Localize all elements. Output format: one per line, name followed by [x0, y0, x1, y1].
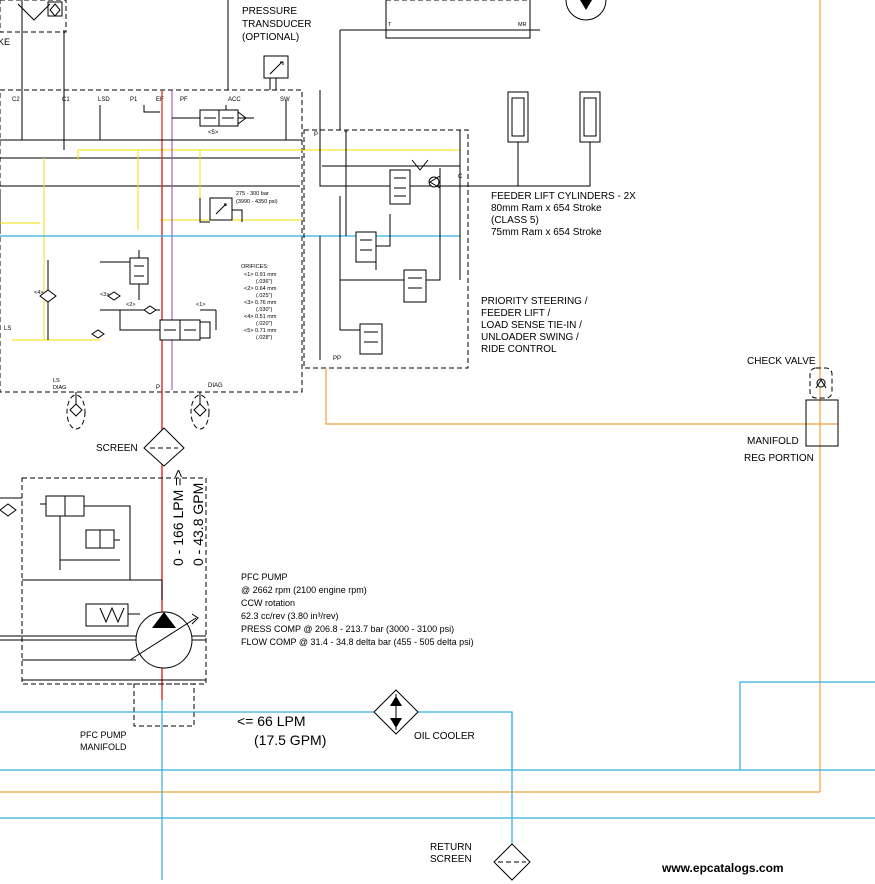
- relief-valve: [199, 197, 243, 223]
- feeder-lift-title: FEEDER LIFT CYLINDERS - 2X: [491, 191, 636, 202]
- orifice-tag-4: <4>: [34, 290, 43, 296]
- port-c1-label: C1: [62, 97, 70, 103]
- pfc-pump-spec: PRESS COMP @ 206.8 - 213.7 bar (3000 - 3…: [241, 624, 454, 634]
- diagnostic-couplers: [66, 392, 210, 430]
- port-p1-label: P1: [130, 97, 138, 103]
- priority-check-valve: [411, 159, 441, 189]
- pressure-transducer-optional: (OPTIONAL): [242, 32, 299, 43]
- check-valve-icon: [809, 367, 833, 399]
- pfc-manifold-label: PFC PUMP: [80, 730, 127, 740]
- screen-filter: [143, 427, 185, 467]
- orifice-item: <3> 0.76 mm: [244, 300, 277, 306]
- port-sw-label: SW: [280, 97, 290, 103]
- flow-gpm-label: 0 - 43.8 GPM: [190, 483, 206, 566]
- oil-cooler-icon: [373, 689, 419, 735]
- return-screen-icon: [493, 843, 531, 881]
- screen-label: SCREEN: [96, 443, 138, 454]
- orifice-item: <5> 0.71 mm: [244, 328, 277, 334]
- orifice-item: (.030"): [256, 307, 272, 313]
- orifice-tag-2: <2>: [126, 302, 135, 308]
- top-left-valve: [0, 0, 67, 33]
- feeder-lift-spec: 80mm Ram x 654 Stroke: [491, 203, 602, 214]
- feeder-lift-class: (CLASS 5): [491, 215, 539, 226]
- pfc-control-valves: [40, 495, 131, 580]
- orifice-tag-3: <3>: [100, 292, 109, 298]
- return-flow-lpm: <= 66 LPM: [237, 713, 306, 729]
- watermark-text: www.epcatalogs.com: [661, 861, 784, 875]
- left-block-valves: [39, 250, 217, 341]
- orifice-tag-1: <1>: [196, 302, 205, 308]
- priority-label: LOAD SENSE TIE-IN /: [481, 320, 582, 331]
- pfc-pump-icon: [129, 611, 199, 669]
- pfc-pump-spec: CCW rotation: [241, 598, 295, 608]
- orifice-item: (.028"): [256, 335, 272, 341]
- port-ef-label: EF: [156, 97, 164, 103]
- orifice-item: (.020"): [256, 321, 272, 327]
- port-c2-label: C2: [12, 97, 20, 103]
- pfc-pump-spec: @ 2662 rpm (2100 engine rpm): [241, 585, 367, 595]
- manifold-label: MANIFOLD: [747, 436, 799, 447]
- flow-comp-spring: [85, 603, 140, 627]
- port-pp-label: PP: [333, 356, 341, 362]
- port-acc-label: ACC: [228, 97, 241, 103]
- manifold-reg-box: [805, 399, 839, 447]
- pressure-transducer-icon: [263, 55, 289, 90]
- priority-label: UNLOADER SWING /: [481, 332, 579, 343]
- port-ls-label: LS: [4, 326, 11, 332]
- orifice-list: <1> 0.91 mm (.036") <2> 0.64 mm (.025") …: [244, 272, 277, 341]
- pfc-manifold-label: MANIFOLD: [80, 742, 127, 752]
- feeder-lift-spec: 75mm Ram x 654 Stroke: [491, 227, 602, 238]
- pfc-pump-spec: FLOW COMP @ 31.4 - 34.8 delta bar (455 -…: [241, 637, 474, 647]
- pfc-pump-spec: 62.3 cc/rev (3.80 in³/rev): [241, 611, 339, 621]
- valve-block-boundary: [0, 89, 303, 393]
- priority-label: PRIORITY STEERING /: [481, 296, 588, 307]
- relief-setting-psi: (3990 - 4350 psi): [236, 199, 278, 205]
- orifice-item: <4> 0.51 mm: [244, 314, 277, 320]
- port-lsd-label: LSD: [98, 97, 110, 103]
- pressure-transducer-title: PRESSURE: [242, 6, 297, 17]
- return-flow-gpm: (17.5 GPM): [254, 732, 326, 748]
- stroke-fragment-label: KE: [0, 37, 10, 47]
- orifice-tag-5: <5>: [208, 130, 219, 136]
- port-p-bottom-label: P: [156, 385, 160, 391]
- feeder-lift-cylinders: [507, 91, 601, 187]
- port-t-top-label: T: [388, 22, 392, 28]
- orifice-item: <2> 0.64 mm: [244, 286, 277, 292]
- relief-setting-bar: 275 - 300 bar: [236, 191, 269, 197]
- port-pf-label: PF: [180, 97, 188, 103]
- port-ls-diag-label: DIAG: [53, 385, 66, 391]
- priority-label: RIDE CONTROL: [481, 344, 557, 355]
- orifice-item: (.025"): [256, 293, 272, 299]
- return-screen-label: SCREEN: [430, 854, 472, 865]
- reg-portion-label: REG PORTION: [744, 453, 814, 464]
- port-p-label: P: [314, 132, 318, 138]
- priority-block-boundary: [303, 129, 469, 369]
- check-valve-label: CHECK VALVE: [747, 356, 816, 367]
- oil-cooler-label: OIL COOLER: [414, 731, 475, 742]
- priority-label: FEEDER LIFT /: [481, 308, 550, 319]
- orifice-item: (.036"): [256, 279, 272, 285]
- pfc-pump-manifold-boundary: [21, 477, 207, 685]
- port-diag-label: DIAG: [208, 383, 223, 389]
- pressure-transducer-title: TRANSDUCER: [242, 19, 311, 30]
- flow-lpm-label: 0 - 166 LPM =>: [170, 469, 186, 566]
- orifices-title: ORIFICES:: [241, 264, 269, 270]
- return-screen-label: RETURN: [430, 842, 472, 853]
- port-mr-label: MR: [518, 22, 527, 28]
- pfc-pump-title: PFC PUMP: [241, 572, 288, 582]
- priority-valve-stack: [355, 169, 427, 355]
- orifice-item: <1> 0.91 mm: [244, 272, 277, 278]
- port-ls-diag-label: LS: [53, 378, 60, 384]
